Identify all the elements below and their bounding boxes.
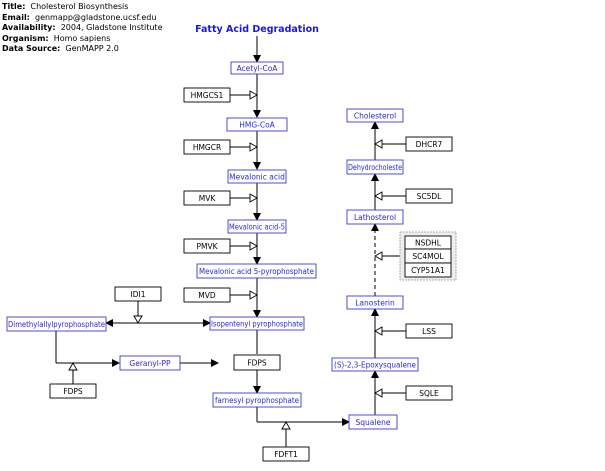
metabolite-mevalonic-acid-5pp[interactable]: Mevalonic acid 5-pyrophosphate: [196, 263, 317, 279]
metabolite-hmg-coa[interactable]: HMG-CoA: [226, 117, 288, 132]
svg-text:Dehydrocholeste: Dehydrocholeste: [348, 163, 402, 172]
metabolite-mevalonic-acid-5p[interactable]: Mevalonic acid-5: [227, 219, 287, 234]
metabolite-isopentenyl-pp[interactable]: Isopentenyl pyrophosphate: [209, 316, 305, 331]
metabolite-mevalonic-acid[interactable]: Mevalonic acid: [227, 169, 287, 184]
catalysis-hmgcs1: [249, 90, 258, 100]
svg-text:Cholesterol: Cholesterol: [354, 112, 396, 121]
metabolite-squalene[interactable]: Squalene: [348, 414, 398, 430]
gene-mvk[interactable]: MVK: [183, 190, 231, 206]
svg-text:(S)-2,3-Epoxysqualene: (S)-2,3-Epoxysqualene: [334, 361, 416, 370]
svg-text:FDPS: FDPS: [63, 387, 83, 396]
gene-group-sterol-demethylation: NSDHL SC4MOL CYP51A1: [399, 231, 457, 281]
catalysis-mvk: [249, 193, 258, 203]
catalysis-hmgcr: [249, 142, 258, 152]
organism-row: Organism: Homo sapiens: [2, 33, 111, 43]
catalysis-sqle: [374, 388, 383, 398]
title-row: Title: Cholesterol Biosynthesis: [2, 2, 129, 11]
svg-text:HMG-CoA: HMG-CoA: [239, 121, 275, 130]
catalysis-mvd: [249, 290, 258, 300]
gene-fdps-mid[interactable]: FDPS: [233, 354, 281, 371]
svg-text:SQLE: SQLE: [419, 389, 439, 398]
svg-text:farnesyl pyrophosphate: farnesyl pyrophosphate: [215, 396, 299, 405]
catalysis-group: [374, 251, 383, 261]
pathway-email: genmapp@gladstone.ucsf.edu: [34, 12, 157, 22]
svg-text:Lanosterin: Lanosterin: [355, 299, 395, 308]
pathway-availability: 2004, Gladstone Institute: [60, 23, 163, 32]
gene-fdps-left[interactable]: FDPS: [49, 383, 97, 399]
svg-text:SC5DL: SC5DL: [417, 192, 443, 201]
gene-nsdhl[interactable]: NSDHL: [404, 235, 452, 250]
catalysis-lss: [374, 326, 383, 336]
diagram-title: Fatty Acid Degradation: [195, 24, 319, 35]
metabolite-lathosterol[interactable]: Lathosterol: [346, 209, 404, 225]
gene-fdft1[interactable]: FDFT1: [262, 446, 310, 462]
metabolite-dimethylallyl-pp[interactable]: Dimethylallylpyrophosphate: [6, 316, 107, 332]
svg-text:Acetyl-CoA: Acetyl-CoA: [237, 64, 279, 73]
metabolite-lanosterin[interactable]: Lanosterin: [346, 295, 404, 310]
catalysis-dhcr7: [374, 139, 383, 149]
gene-hmgcr[interactable]: HMGCR: [183, 139, 231, 155]
metabolite-acetyl-coa[interactable]: Acetyl-CoA: [230, 61, 284, 75]
catalysis-sc5dl: [374, 191, 383, 201]
gene-sc4mol[interactable]: SC4MOL: [404, 248, 452, 264]
source-row: Data Source: GenMAPP 2.0: [2, 44, 119, 53]
svg-text:Dimethylallylpyrophosphate: Dimethylallylpyrophosphate: [8, 320, 105, 329]
pathway-organism: Homo sapiens: [53, 33, 111, 43]
svg-text:HMGCS1: HMGCS1: [191, 91, 224, 100]
metabolite-epoxysqualene[interactable]: (S)-2,3-Epoxysqualene: [331, 357, 419, 372]
svg-text:FDPS: FDPS: [247, 359, 267, 368]
svg-text:Mevalonic acid-5: Mevalonic acid-5: [229, 223, 285, 232]
svg-text:HMGCR: HMGCR: [193, 143, 221, 152]
gene-sc5dl[interactable]: SC5DL: [405, 188, 453, 204]
metabolite-cholesterol[interactable]: Cholesterol: [346, 108, 404, 123]
pathway-source: GenMAPP 2.0: [65, 44, 119, 53]
svg-text:Mevalonic acid: Mevalonic acid: [229, 173, 285, 182]
email-row: Email: genmapp@gladstone.ucsf.edu: [2, 12, 157, 22]
gene-cyp51a1[interactable]: CYP51A1: [404, 262, 452, 278]
gene-mvd[interactable]: MVD: [183, 287, 231, 303]
metabolite-geranyl-pp[interactable]: Geranyl-PP: [119, 355, 181, 371]
catalysis-fdps-left: [68, 362, 78, 371]
svg-text:PMVK: PMVK: [196, 242, 218, 251]
svg-text:Geranyl-PP: Geranyl-PP: [129, 359, 171, 368]
catalysis-fdft1: [281, 421, 291, 430]
pathway-title: Cholesterol Biosynthesis: [30, 2, 129, 11]
svg-text:FDFT1: FDFT1: [274, 450, 298, 459]
gene-idi1[interactable]: IDI1: [114, 286, 162, 302]
catalysis-pmvk: [249, 241, 258, 251]
svg-text:DHCR7: DHCR7: [416, 140, 443, 149]
svg-text:LSS: LSS: [422, 327, 436, 336]
svg-text:Lathosterol: Lathosterol: [354, 213, 396, 222]
gene-sqle[interactable]: SQLE: [405, 385, 453, 401]
gene-lss[interactable]: LSS: [405, 323, 453, 339]
metabolite-dehydrocholesterol[interactable]: Dehydrocholeste: [346, 159, 404, 175]
svg-text:Mevalonic acid 5-pyrophosphate: Mevalonic acid 5-pyrophosphate: [199, 267, 314, 276]
catalysis-idi1: [133, 315, 143, 324]
gene-hmgcs1[interactable]: HMGCS1: [183, 87, 231, 103]
gene-dhcr7[interactable]: DHCR7: [405, 136, 453, 152]
metabolite-farnesyl-pp[interactable]: farnesyl pyrophosphate: [212, 392, 302, 408]
svg-text:MVD: MVD: [198, 291, 216, 300]
svg-text:SC4MOL: SC4MOL: [412, 252, 444, 261]
svg-text:MVK: MVK: [199, 194, 217, 203]
pathway-info-header: Title: Cholesterol Biosynthesis Email: g…: [2, 2, 163, 55]
availability-row: Availability: 2004, Gladstone Institute: [2, 23, 163, 32]
svg-text:NSDHL: NSDHL: [415, 239, 442, 248]
svg-text:Squalene: Squalene: [356, 418, 391, 427]
svg-text:Isopentenyl pyrophosphate: Isopentenyl pyrophosphate: [211, 320, 303, 329]
svg-text:IDI1: IDI1: [131, 290, 146, 299]
gene-pmvk[interactable]: PMVK: [183, 238, 231, 254]
svg-text:CYP51A1: CYP51A1: [411, 266, 445, 275]
